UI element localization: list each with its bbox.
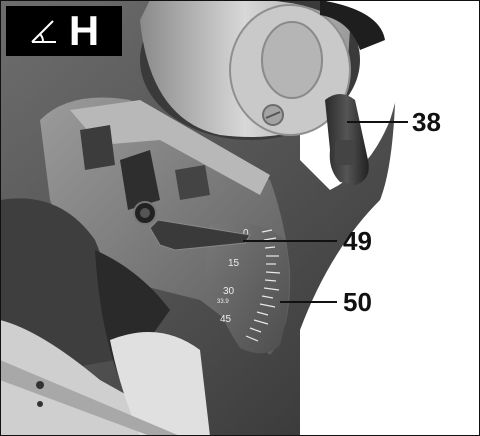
base-plate [0,320,200,436]
scale-label-0: 0 [243,228,249,239]
white-margin [300,0,480,436]
pointer [149,219,251,251]
scale-label-15: 15 [228,258,240,269]
cutout-left [80,125,115,170]
angle-icon [31,20,56,43]
scale-ticks [245,229,281,342]
callout-50: 50 [343,287,372,317]
figure-letter: H [68,7,100,54]
cutout-center [120,150,160,210]
top-panel [70,100,270,195]
blade-guard-dark [0,198,116,370]
scale-label-45: 45 [220,314,232,325]
angle-scale-plate [205,222,289,354]
hole-icon [36,381,44,389]
scale-label-30: 30 [223,286,235,297]
scale-label-small: 33.9 [217,299,229,305]
callout-49: 49 [343,226,372,256]
fence [110,332,210,436]
motor-boss [261,21,323,99]
motor-rim [320,0,385,50]
callout-38: 38 [412,107,441,137]
figure-title: H [6,6,122,56]
